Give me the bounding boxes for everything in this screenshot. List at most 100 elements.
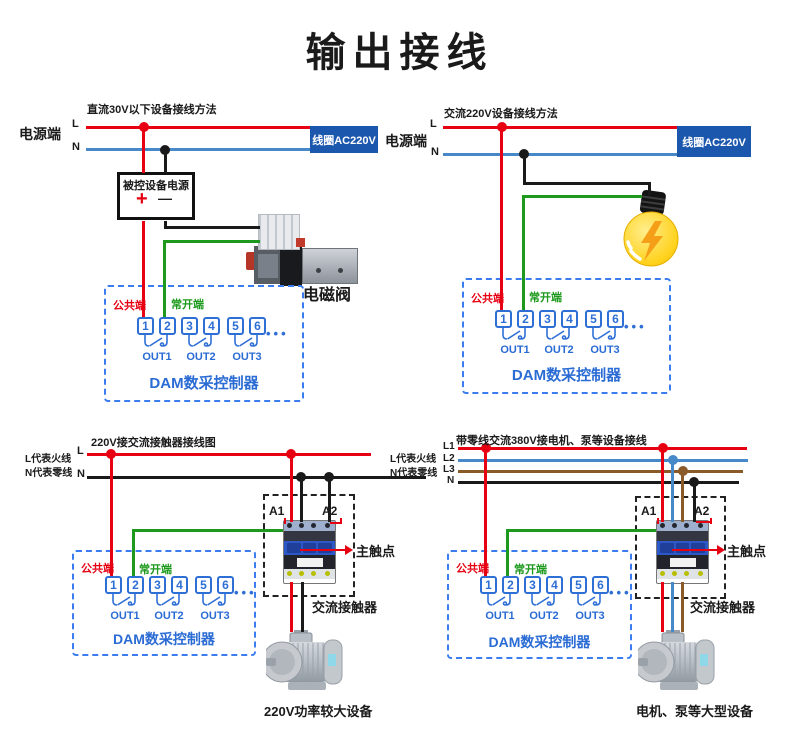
terminal-6: 6: [249, 317, 266, 335]
bulb-supply-wire: [523, 182, 651, 185]
junction-dot: [160, 145, 170, 155]
contactor-l1-wire: [661, 448, 664, 522]
diagram-title: 交流220V设备接线方法: [444, 108, 558, 120]
bulb-return-wire: [522, 195, 642, 198]
line-n-label: N: [77, 468, 85, 480]
terminal-4: 4: [546, 576, 563, 594]
common-terminal-label: 公共端: [81, 563, 114, 575]
bulb-drop-wire: [648, 182, 651, 196]
ellipsis-dots: •••: [609, 585, 632, 600]
terminal-6: 6: [592, 576, 609, 594]
live-wire-note: L代表火线: [390, 454, 437, 465]
normally-open-wire: [163, 240, 166, 317]
out3-label: OUT3: [232, 351, 262, 363]
terminal-2: 2: [127, 576, 144, 594]
device-power-label: 被控设备电源: [123, 180, 189, 192]
contactor-image: [656, 520, 709, 584]
main-contact-label: 主触点: [727, 544, 767, 559]
normally-open-wire: [506, 529, 509, 576]
terminal-5: 5: [585, 310, 602, 328]
terminal-2: 2: [159, 317, 176, 335]
contactor-bottom-terminals: [657, 569, 708, 579]
terminal-2: 2: [502, 576, 519, 594]
out2-label: OUT2: [544, 344, 574, 356]
junction-dot: [296, 472, 306, 482]
valve-return-wire: [163, 240, 260, 243]
neutral-wire-n: [87, 476, 426, 479]
line-l-label: L: [72, 118, 79, 130]
terminal-3: 3: [149, 576, 166, 594]
relay-switch-icon: [577, 593, 601, 606]
live-wire-l: [86, 126, 310, 129]
terminal-strip: 1 2 3 4 5 6 OUT1 OUT2 OUT3 •••: [495, 310, 657, 376]
solenoid-valve-image: [246, 214, 358, 288]
valve-button: [296, 238, 305, 247]
terminal-3: 3: [539, 310, 556, 328]
junction-dot: [689, 477, 699, 487]
valve-coil-label: [258, 254, 278, 278]
relay-switch-icon: [144, 334, 168, 347]
neutral-wire-n: [443, 153, 677, 156]
junction-dot: [678, 466, 688, 476]
power-side-label: 电源端: [385, 133, 427, 149]
junction-dot: [497, 122, 507, 132]
normally-open-wire: [522, 195, 525, 310]
main-contact-label: 主触点: [356, 544, 396, 559]
contactor-upper-body: [657, 531, 708, 541]
neutral-wire-note: N代表零线: [25, 468, 73, 479]
out1-label: OUT1: [142, 351, 172, 363]
terminal-5: 5: [195, 576, 212, 594]
terminal-strip: 1 2 3 4 5 6 OUT1 OUT2 OUT3 •••: [105, 576, 267, 642]
a1-hook-wire: [284, 518, 286, 524]
common-wire: [142, 221, 145, 317]
terminal-1: 1: [105, 576, 122, 594]
normally-open-label: 常开端: [139, 564, 172, 576]
valve-screw: [316, 268, 321, 273]
valve-connector: [258, 214, 300, 250]
diagram-title: 直流30V以下设备接线方法: [87, 104, 217, 116]
line-l3-label: L3: [443, 464, 455, 475]
terminal-6: 6: [217, 576, 234, 594]
load-label: 电机、泵等大型设备: [636, 704, 754, 719]
normally-open-label: 常开端: [171, 299, 204, 311]
neutral-wire-n: [458, 481, 739, 484]
valve-screw: [338, 268, 343, 273]
live-wire-note: L代表火线: [25, 454, 72, 465]
neutral-wire-note: N代表零线: [390, 468, 438, 479]
contactor-label-band: [657, 555, 708, 569]
a1-hook-wire: [657, 518, 659, 524]
contactor-blue-band: [657, 541, 708, 555]
live-drop-wire: [142, 127, 145, 173]
line-n-label: N: [447, 475, 455, 486]
device-power-box: [117, 172, 195, 220]
out3-label: OUT3: [590, 344, 620, 356]
out2-label: OUT2: [529, 610, 559, 622]
neutral-wire-n: [86, 148, 310, 151]
valve-supply-wire: [164, 226, 260, 229]
contactor-dashed-outline: [263, 494, 355, 597]
power-side-label: 电源端: [19, 126, 61, 142]
diagram-title: 带零线交流380V接电机、泵等设备接线: [456, 435, 647, 447]
main-contact-pointer-line: [672, 549, 718, 551]
terminal-1: 1: [480, 576, 497, 594]
relay-switch-icon: [188, 334, 212, 347]
terminal-1: 1: [495, 310, 512, 328]
coil-a1-label: A1: [269, 504, 285, 518]
terminal-5: 5: [570, 576, 587, 594]
contactor-dashed-outline: [635, 496, 726, 599]
out1-label: OUT1: [485, 610, 515, 622]
lightning-bolt-icon: [641, 221, 663, 261]
relay-switch-icon: [156, 593, 180, 606]
neutral-drop-wire: [164, 149, 167, 173]
contactor-l2-wire: [671, 460, 674, 522]
terminal-1: 1: [137, 317, 154, 335]
ellipsis-dots: •••: [266, 326, 289, 341]
contactor-neutral-wire-1: [300, 477, 303, 522]
load-neutral-wire: [301, 582, 304, 632]
normally-open-label: 常开端: [529, 292, 562, 304]
out1-label: OUT1: [110, 610, 140, 622]
live-wire-l: [87, 453, 371, 456]
terminal-4: 4: [171, 576, 188, 594]
